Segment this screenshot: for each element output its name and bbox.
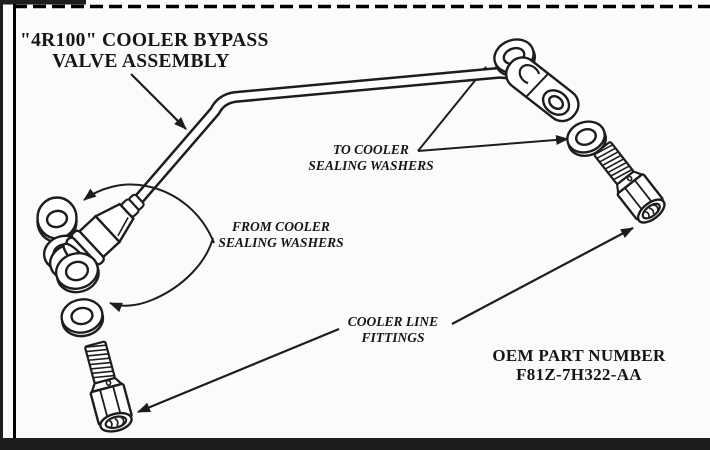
label-from-cooler-line1: FROM COOLER [232,219,330,234]
fittings-arrow-left [137,327,340,414]
top-left-corner-bar [0,0,86,5]
sealing-washer-bottom-left [60,298,105,338]
title-leader-arrow [130,73,187,130]
bottom-black-bar [0,438,710,450]
diagram-title: "4R100" COOLER BYPASS VALVE ASSEMBLY [20,30,269,72]
label-to-cooler: TO COOLER SEALING WASHERS [296,142,446,174]
label-cooler-line-fittings-line1: COOLER LINE [347,314,439,329]
sealing-washer-left-top [36,196,78,244]
label-from-cooler: FROM COOLER SEALING WASHERS [206,219,356,251]
bypass-valve-body [62,193,145,273]
from-cooler-arrow-lower [109,237,214,313]
diagram-title-line2: VALVE ASSEMBLY [52,51,230,72]
label-oem-part-number-line1: OEM PART NUMBER [492,346,666,365]
label-to-cooler-line1: TO COOLER [333,142,409,157]
label-cooler-line-fittings: COOLER LINE FITTINGS [320,314,466,346]
sealing-washer-mid-right [566,120,607,157]
banjo-fitting [505,56,580,123]
bypass-tube [134,66,537,203]
label-from-cooler-line2: SEALING WASHERS [218,235,344,250]
thread-hatching [84,344,115,379]
sealing-washer-stack-front [54,252,100,294]
label-oem-part-number: OEM PART NUMBER F81Z-7H322-AA [478,346,680,384]
label-cooler-line-fittings-line2: FITTINGS [361,330,425,345]
left-edge-strip [0,0,3,450]
label-oem-part-number-line2: F81Z-7H322-AA [516,365,642,384]
from-cooler-arrow-upper [83,183,215,244]
thread-hatching [593,143,633,181]
cooler-line-fitting-right [593,141,666,224]
diagram-title-line1: "4R100" COOLER BYPASS [20,30,269,51]
cooler-line-fitting-left [84,340,133,433]
label-to-cooler-line2: SEALING WASHERS [308,158,434,173]
to-cooler-arrow-lower [417,134,569,152]
fittings-arrow-right [451,227,634,325]
